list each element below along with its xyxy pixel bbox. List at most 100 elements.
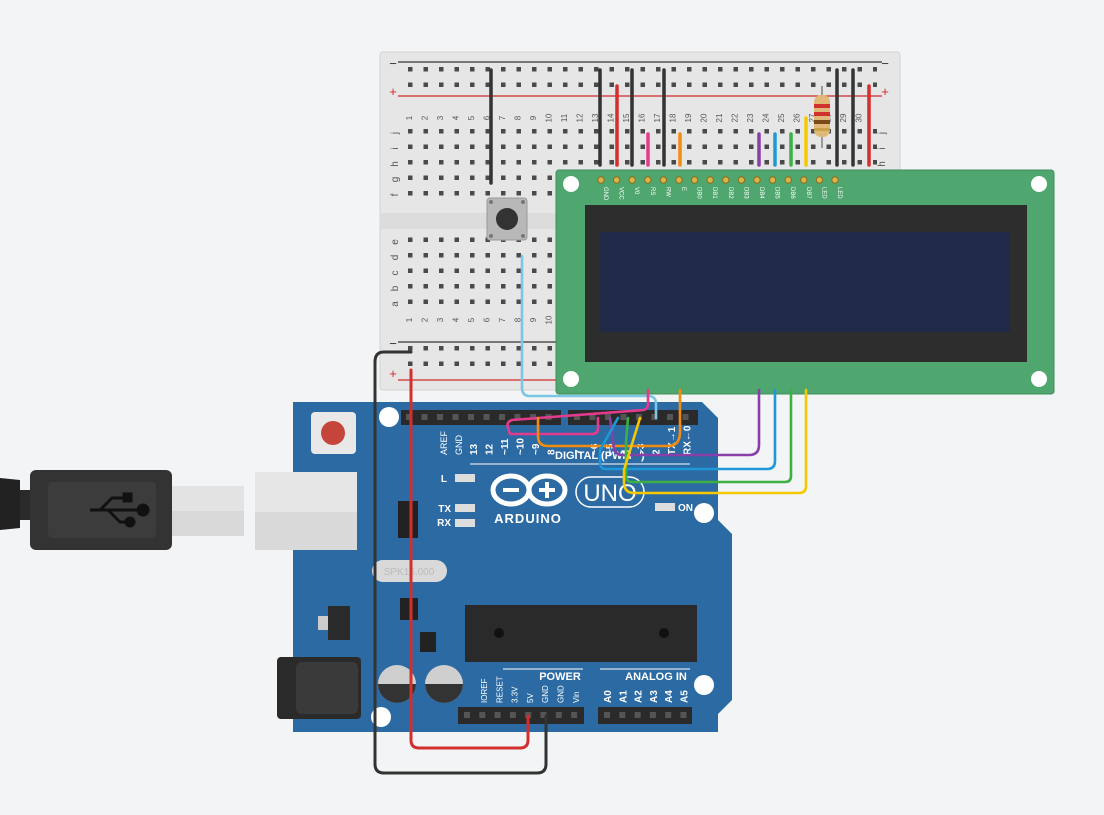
row-letter-i: i (877, 147, 888, 149)
lcd-pin-label: GND (602, 187, 608, 201)
header-pin[interactable] (483, 414, 490, 420)
header-pin[interactable] (649, 712, 656, 718)
lcd-pin-label: DB2 (727, 187, 733, 199)
digital-pin-label: 7 (574, 449, 585, 455)
analog-pin-label: A1 (618, 690, 629, 703)
lcd-pin-label: DB0 (696, 187, 702, 199)
lcd-pin-label: DB6 (789, 187, 795, 199)
lcd-pin[interactable] (753, 176, 761, 184)
digital-pin-label: 8 (547, 449, 558, 455)
lcd-pin-label: V0 (633, 187, 639, 195)
lcd-pin[interactable] (644, 176, 652, 184)
power-pin-label: GND (541, 685, 550, 703)
header-pin[interactable] (514, 414, 521, 420)
header-pin[interactable] (555, 712, 562, 718)
column-number: 13 (591, 113, 600, 122)
lcd-pin[interactable] (815, 176, 824, 184)
header-pin[interactable] (468, 414, 474, 420)
lcd-pin[interactable] (722, 176, 730, 184)
header-pin[interactable] (421, 414, 428, 420)
column-number: 11 (560, 113, 569, 122)
lcd-pin[interactable] (659, 176, 668, 184)
header-pin[interactable] (540, 712, 547, 718)
rail-plus-label: + (881, 84, 889, 99)
header-pin[interactable] (667, 414, 673, 420)
header-pin[interactable] (604, 712, 610, 718)
lcd-pin[interactable] (706, 176, 714, 184)
power-jack (277, 657, 361, 719)
reset-button[interactable] (311, 412, 356, 454)
lcd-pin-label: DB7 (805, 187, 811, 199)
voltage-regulator (328, 606, 350, 640)
column-number: 15 (622, 113, 631, 122)
header-pin[interactable] (651, 414, 658, 420)
crystal-label: SPK16.000 (384, 567, 435, 578)
usb-cable (0, 470, 244, 550)
lcd-pin[interactable] (800, 176, 808, 184)
header-pin[interactable] (499, 414, 505, 420)
lcd-pin[interactable] (628, 176, 636, 184)
header-pin[interactable] (589, 414, 596, 420)
header-pin[interactable] (464, 712, 470, 718)
header-pin[interactable] (437, 414, 443, 420)
column-number: 8 (514, 115, 523, 120)
header-pin[interactable] (665, 712, 672, 718)
header-pin[interactable] (494, 712, 501, 718)
lcd-pin[interactable] (612, 176, 621, 184)
header-pin[interactable] (406, 414, 412, 420)
lcd-pin[interactable] (768, 176, 777, 184)
header-pin[interactable] (452, 414, 459, 420)
digital-pin-label: ~6 (590, 443, 601, 455)
rail-plus-label: + (389, 84, 397, 99)
column-number: 5 (467, 115, 476, 120)
lcd-pin[interactable] (675, 176, 683, 184)
header-pin[interactable] (680, 712, 687, 718)
header-pin[interactable] (620, 414, 627, 420)
power-pin-label: IOREF (480, 678, 489, 703)
row-letter-f: f (390, 193, 401, 196)
row-letter-e: e (390, 239, 401, 245)
lcd-pin[interactable] (737, 176, 746, 184)
breadboard-wires (489, 68, 871, 185)
on-label: ON (678, 503, 693, 514)
lcd-pin[interactable] (784, 176, 792, 184)
led-l (455, 474, 475, 482)
led-rx-label: RX (437, 518, 451, 529)
digital-pin-label: RX←0 (683, 425, 694, 455)
digital-pin-label: ~11 (500, 438, 511, 455)
header-pin[interactable] (574, 414, 580, 420)
header-pin[interactable] (636, 414, 642, 420)
rail-minus-label: − (389, 336, 397, 351)
usb-icon (90, 492, 150, 528)
power-pin-label: RESET (495, 676, 504, 703)
header-pin[interactable] (682, 414, 689, 420)
header-pin[interactable] (571, 712, 578, 718)
header-pin[interactable] (530, 414, 536, 420)
lcd-pin[interactable] (597, 176, 605, 184)
arduino-logo (490, 473, 568, 507)
pushbutton[interactable] (486, 197, 528, 241)
row-letter-h: h (877, 161, 888, 167)
digital-pin-label: 13 (469, 443, 480, 455)
power-label: POWER (539, 671, 581, 683)
digital-pin-label: 12 (485, 443, 496, 455)
header-pin[interactable] (605, 414, 611, 420)
lcd-pin[interactable] (831, 176, 839, 184)
power-pin-label: GND (557, 685, 566, 703)
lcd-pin-label: E (680, 187, 686, 191)
row-letter-j: j (877, 132, 888, 135)
header-pin[interactable] (619, 712, 626, 718)
analog-pin-label: A0 (603, 690, 614, 703)
column-number: 26 (793, 113, 802, 122)
lcd-pin[interactable] (690, 176, 699, 184)
header-pin[interactable] (479, 712, 486, 718)
header-pin[interactable] (509, 712, 516, 718)
header-pin[interactable] (634, 712, 641, 718)
column-number: 6 (483, 317, 492, 322)
lcd-screen (600, 232, 1010, 332)
lcd-pin-label: DB4 (758, 187, 764, 199)
digital-pin-label: ~9 (531, 443, 542, 455)
led-rx (455, 519, 475, 527)
column-number: 9 (529, 115, 538, 120)
lcd-pin-label: VCC (618, 187, 624, 200)
